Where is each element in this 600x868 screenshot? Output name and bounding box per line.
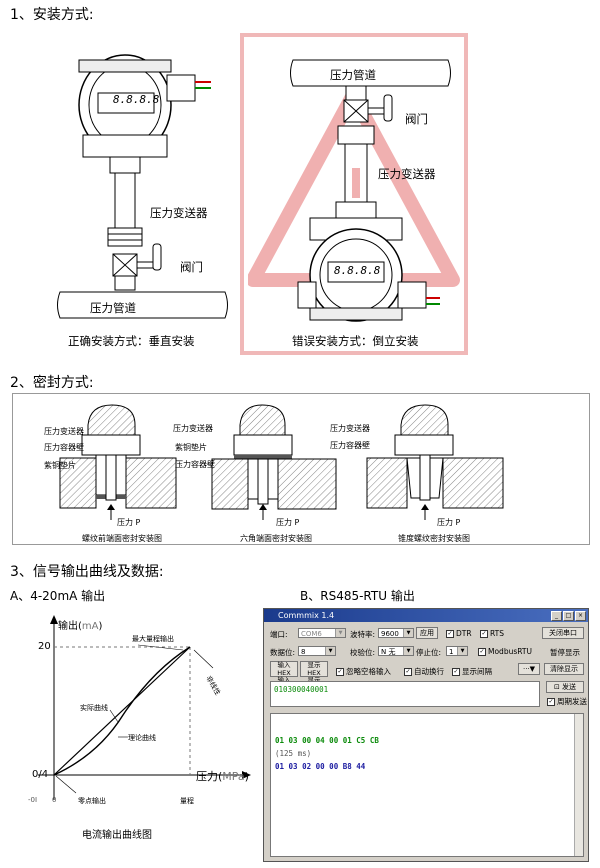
- graph-xlabel: 压力(MPa): [196, 770, 249, 783]
- ignore-space-checkbox[interactable]: ✓忽略空格输入: [336, 667, 391, 676]
- close-port-button[interactable]: 关闭串口: [542, 627, 584, 639]
- close-icon[interactable]: ×: [575, 611, 586, 621]
- maximize-icon[interactable]: □: [563, 611, 574, 621]
- output-panel[interactable]: 01 03 00 04 00 01 C5 CB (125 ms) 01 03 0…: [270, 713, 584, 857]
- databits-label: 数据位:: [270, 648, 296, 657]
- show-interval-checkbox[interactable]: ✓显示间隔: [452, 667, 492, 676]
- seal3-label-1: 压力变送器: [330, 424, 370, 433]
- sealing-panel: [12, 393, 590, 545]
- app-title: Commmix 1.4: [278, 611, 335, 620]
- seal1-label-1: 压力变送器: [44, 427, 84, 436]
- correct-pipe-label: 压力管道: [90, 301, 136, 315]
- parity-label: 校验位:: [350, 648, 376, 657]
- pause-display-button[interactable]: 暂停显示: [550, 648, 580, 657]
- section1-heading: 1、安装方式:: [10, 7, 94, 23]
- wrong-transmitter-label: 压力变送器: [378, 167, 436, 181]
- wrong-install-frame: [240, 33, 468, 355]
- periodic-send-checkbox[interactable]: ✓周期发送: [547, 697, 587, 706]
- graph-max-output: 最大量程输出: [132, 635, 174, 643]
- seal2-pressure: 压力 P: [276, 518, 300, 527]
- seal2-caption: 六角端面密封安装图: [240, 534, 312, 543]
- graph-x-neg: -0I: [28, 796, 38, 804]
- send-button[interactable]: ⊡ 发送: [546, 681, 584, 693]
- output-scrollbar[interactable]: [574, 714, 583, 856]
- more-button[interactable]: ···▼: [518, 663, 540, 675]
- databits-select[interactable]: 8▼: [298, 646, 336, 656]
- modbus-checkbox[interactable]: ✓ModbusRTU: [478, 647, 532, 656]
- clear-display-button[interactable]: 清除显示: [544, 663, 584, 675]
- correct-caption: 正确安装方式：垂直安装: [68, 334, 195, 348]
- commmix-window: Commmix 1.4 _□× 端口: COM6▼ 波特率: 9600▼ 应用 …: [263, 608, 589, 862]
- rts-checkbox[interactable]: ✓RTS: [480, 629, 505, 638]
- output-line-1: 01 03 00 04 00 01 C5 CB: [275, 736, 379, 745]
- parity-select[interactable]: N 无▼: [378, 646, 414, 656]
- graph-ylabel: 输出(mA): [58, 621, 103, 632]
- auto-newline-checkbox[interactable]: ✓自动换行: [404, 667, 444, 676]
- wrong-caption: 错误安装方式：倒立安装: [292, 334, 419, 348]
- sub-heading-b: B、RS485-RTU 输出: [300, 589, 415, 603]
- current-output-graph: [38, 615, 251, 800]
- wrong-valve-label: 阀门: [405, 112, 428, 126]
- section3-heading: 3、信号输出曲线及数据:: [10, 564, 164, 580]
- port-select[interactable]: COM6▼: [298, 628, 346, 638]
- correct-transmitter-label: 压力变送器: [150, 206, 208, 220]
- send-input[interactable]: 010300040001: [270, 681, 540, 707]
- graph-caption: 电流输出曲线图: [82, 830, 152, 841]
- wrong-pipe-label: 压力管道: [330, 68, 376, 82]
- stopbits-label: 停止位:: [416, 648, 442, 657]
- baud-select[interactable]: 9600▼: [378, 628, 414, 638]
- seal3-caption: 锥度螺纹密封安装图: [398, 534, 470, 543]
- apply-button[interactable]: 应用: [416, 627, 438, 639]
- seal-diagram-2: [211, 404, 337, 520]
- graph-x-zero: 0: [52, 796, 57, 804]
- minimize-icon[interactable]: _: [551, 611, 562, 621]
- output-line-2: (125 ms): [275, 749, 312, 758]
- output-line-3: 01 03 02 00 00 B8 44: [275, 762, 366, 771]
- correct-valve-label: 阀门: [180, 260, 203, 274]
- wrong-install-diagram: [248, 59, 460, 322]
- wrong-display-readout: 8.8.8.8: [334, 264, 381, 277]
- port-label: 端口:: [270, 630, 288, 639]
- graph-theory-curve: 理论曲线: [128, 734, 156, 742]
- seal2-label-2: 紫铜垫片: [175, 443, 207, 452]
- graph-y-20: 20: [38, 641, 51, 652]
- section2-heading: 2、密封方式:: [10, 375, 94, 391]
- dtr-checkbox[interactable]: ✓DTR: [446, 629, 472, 638]
- correct-display-readout: 8.8.8.8: [113, 93, 160, 106]
- seal3-label-2: 压力容器壁: [330, 441, 370, 450]
- seal1-label-3: 紫铜垫片: [44, 461, 76, 470]
- seal1-caption: 螺纹前端面密封安装图: [82, 534, 162, 543]
- baud-label: 波特率:: [350, 630, 376, 639]
- graph-range-label: 量程: [180, 797, 194, 805]
- graph-actual-curve: 实际曲线: [80, 704, 108, 712]
- seal-diagram-1: [59, 404, 177, 520]
- input-mode-tab[interactable]: 输入HEX输入ASC: [270, 661, 298, 691]
- seal1-pressure: 压力 P: [117, 518, 141, 527]
- seal2-label-1: 压力变送器: [173, 424, 213, 433]
- seal-diagram-3: [366, 404, 504, 520]
- commmix-titlebar: Commmix 1.4 _□×: [264, 609, 588, 622]
- sub-heading-a: A、4-20mA 输出: [10, 589, 106, 603]
- seal3-pressure: 压力 P: [437, 518, 461, 527]
- display-mode-tab[interactable]: 显示HEX显示ASC: [300, 661, 328, 691]
- send-icon: ⊡: [553, 683, 560, 691]
- seal2-label-3: 压力容器壁: [175, 460, 215, 469]
- graph-zero-output: 零点输出: [78, 797, 106, 805]
- seal1-label-2: 压力容器壁: [44, 443, 84, 452]
- stopbits-select[interactable]: 1▼: [446, 646, 468, 656]
- correct-install-diagram: [57, 54, 228, 319]
- graph-y-04: 0/4: [32, 769, 49, 780]
